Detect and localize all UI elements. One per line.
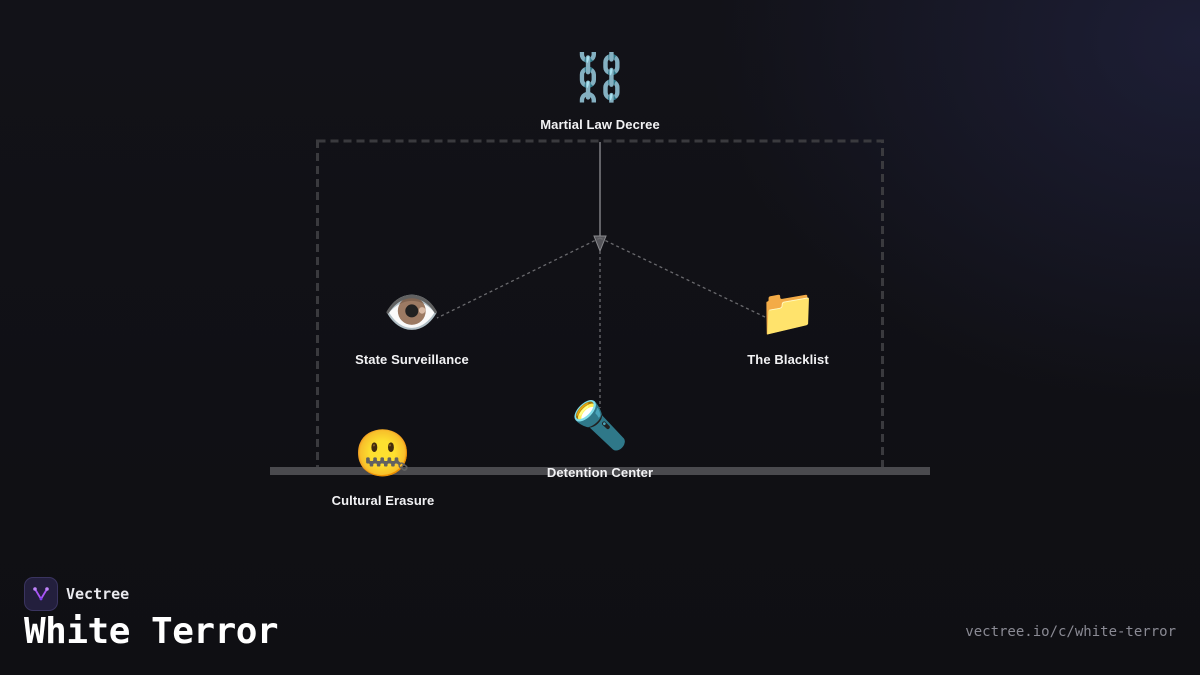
node-state-surveillance[interactable]: 👁️ State Surveillance <box>292 284 532 367</box>
edge-hub-to-blacklist <box>599 237 768 319</box>
node-label: Detention Center <box>546 465 654 480</box>
eye-icon: 👁️ <box>383 285 441 339</box>
node-cultural-erasure[interactable]: 🤐 Cultural Erasure <box>263 425 503 508</box>
node-label: Martial Law Decree <box>540 117 660 132</box>
brand-name: Vectree <box>66 585 130 603</box>
page-url[interactable]: vectree.io/c/white-terror <box>965 624 1176 640</box>
node-detention-center[interactable]: 🔦 Detention Center <box>480 397 720 480</box>
node-label: Cultural Erasure <box>331 493 435 508</box>
folder-icon: 📁 <box>759 285 817 339</box>
node-the-blacklist[interactable]: 📁 The Blacklist <box>668 284 908 367</box>
chains-icon: ⛓️ <box>571 50 629 104</box>
edge-arrowhead <box>593 235 607 253</box>
node-label: The Blacklist <box>747 352 829 367</box>
floor-bar <box>270 467 930 475</box>
node-label: State Surveillance <box>355 352 469 367</box>
node-martial-law-decree[interactable]: ⛓️ Martial Law Decree <box>480 49 720 132</box>
zipper-mouth-face-icon: 🤐 <box>354 426 412 480</box>
flashlight-icon: 🔦 <box>571 398 629 452</box>
edge-hub-to-surveillance <box>436 237 601 319</box>
page-title: White Terror <box>24 611 279 652</box>
brand[interactable]: Vectree <box>24 577 129 611</box>
vectree-logo-mark <box>33 587 49 601</box>
vectree-logo-icon <box>24 577 58 611</box>
